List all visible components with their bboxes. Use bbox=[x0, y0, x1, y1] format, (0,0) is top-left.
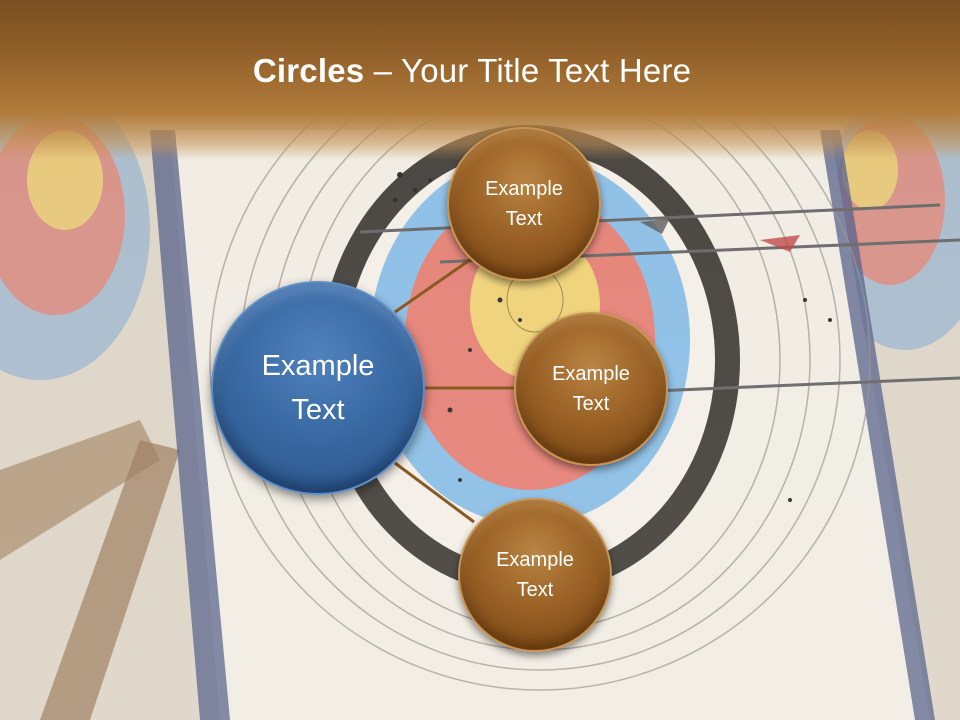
center-circle-text: Example Text bbox=[262, 344, 375, 432]
satellite-middle-line1: Example bbox=[552, 363, 630, 385]
satellite-circle-bottom[interactable]: Example Text bbox=[458, 498, 612, 652]
satellite-bottom-line1: Example bbox=[496, 549, 574, 571]
satellite-circle-middle[interactable]: Example Text bbox=[514, 312, 668, 466]
title-rest: – Your Title Text Here bbox=[364, 52, 692, 89]
satellite-middle-line2: Text bbox=[572, 393, 610, 415]
satellite-bottom-line2: Text bbox=[516, 579, 554, 601]
center-circle[interactable]: Example Text bbox=[211, 281, 425, 495]
center-circle-line1: Example bbox=[261, 350, 375, 382]
slide-title: Circles – Your Title Text Here bbox=[0, 52, 944, 90]
connector-bottom bbox=[394, 461, 475, 524]
satellite-circle-top[interactable]: Example Text bbox=[447, 127, 601, 281]
satellite-top-line2: Text bbox=[505, 208, 543, 230]
connector-top bbox=[394, 255, 475, 314]
satellite-bottom-text: Example Text bbox=[496, 545, 574, 605]
title-bold: Circles bbox=[252, 52, 365, 89]
satellite-top-line1: Example bbox=[485, 178, 563, 200]
satellite-top-text: Example Text bbox=[485, 174, 563, 234]
satellite-middle-text: Example Text bbox=[552, 359, 630, 419]
title-band bbox=[0, 0, 960, 160]
center-circle-line2: Text bbox=[291, 394, 345, 426]
